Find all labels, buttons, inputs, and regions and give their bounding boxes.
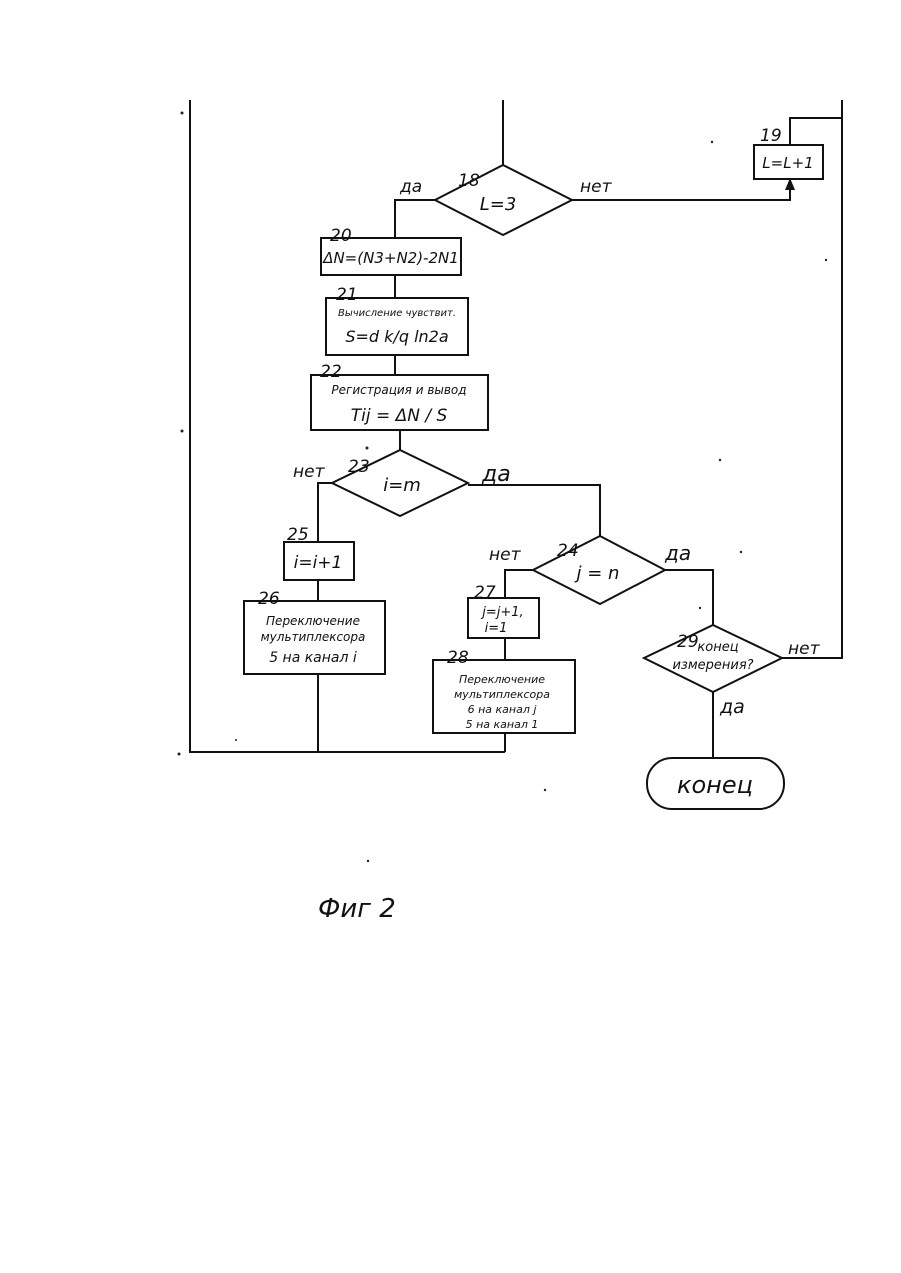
process-text-line3: 6 на канал j (468, 703, 538, 716)
block-number: 22 (320, 362, 342, 382)
block-number: 19 (760, 126, 782, 146)
label-yes-24: да (664, 541, 691, 565)
block-number: 21 (336, 285, 358, 305)
process-text: ΔN=(N3+N2)-2N1 (322, 249, 459, 267)
process-text-line1: Регистрация и вывод (331, 383, 466, 397)
label-yes-18: да (399, 177, 422, 197)
block-number: 27 (474, 583, 496, 603)
block-number: 24 (557, 541, 579, 561)
block-26-process: 26 Переключение мультиплексора 5 на кана… (244, 589, 385, 674)
decision-line1: конец (697, 640, 738, 655)
block-20-process: 20 ΔN=(N3+N2)-2N1 (321, 226, 461, 275)
block-21-process: 21 Вычисление чувствит. S=d k/q ln2a (326, 285, 468, 355)
edge-24-no (505, 570, 533, 598)
block-number: 18 (458, 171, 480, 191)
block-28-process: 28 Переключение мультиплексора 6 на кана… (433, 648, 575, 733)
process-text-line2: мультиплексора (454, 688, 550, 701)
block-number: 28 (447, 648, 469, 668)
block-23-decision: 23 i=m (332, 450, 468, 516)
block-29-decision: 29 конец измерения? (644, 625, 782, 692)
process-text-line3: 5 на канал i (269, 650, 357, 666)
block-18-decision: 18 L=3 (435, 165, 572, 235)
edge-24-yes (665, 570, 713, 625)
block-number: 26 (258, 589, 280, 609)
label-yes-29: да (719, 696, 745, 718)
edge-23-yes (468, 485, 600, 536)
label-no-23: нет (293, 462, 326, 482)
decision-line2: измерения? (672, 658, 753, 673)
process-text-line4: 5 на канал 1 (466, 718, 539, 731)
label-no-18: нет (580, 177, 613, 197)
label-yes-23: да (481, 462, 511, 487)
terminal-text: конец (677, 771, 753, 799)
process-text-line1: Переключение (266, 614, 360, 628)
block-number: 23 (348, 457, 370, 477)
figure-caption: Фиг 2 (318, 894, 396, 924)
block-number: 20 (330, 226, 352, 246)
block-number: 29 (677, 632, 699, 652)
process-text-line2: i=1 (485, 621, 508, 636)
process-text-line2: мультиплексора (261, 630, 366, 644)
block-number: 25 (287, 525, 309, 545)
block-27-process: 27 j=j+1, i=1 (468, 583, 539, 638)
block-19-process: 19 L=L+1 (754, 126, 823, 179)
process-text-line1: Вычисление чувствит. (338, 308, 456, 319)
process-text-line1: Переключение (459, 673, 545, 686)
process-text: L=L+1 (762, 154, 813, 172)
edge-19-loop (790, 118, 842, 145)
end-terminal: конец (647, 758, 784, 809)
block-22-process: 22 Регистрация и вывод Tij = ΔN / S (311, 362, 488, 430)
edge-18-yes (395, 200, 435, 238)
decision-condition: L=3 (480, 194, 517, 215)
process-text-line1: j=j+1, (480, 605, 523, 620)
label-no-24: нет (489, 545, 522, 565)
decision-condition: i=m (383, 475, 421, 496)
decision-condition: j = n (574, 563, 620, 584)
edge-23-no (318, 483, 332, 542)
block-24-decision: 24 j = n (533, 536, 665, 604)
label-no-29: нет (788, 639, 821, 659)
process-text: i=i+1 (294, 553, 343, 573)
process-text-line2: S=d k/q ln2a (345, 327, 448, 346)
process-text-line2: Tij = ΔN / S (351, 406, 448, 426)
